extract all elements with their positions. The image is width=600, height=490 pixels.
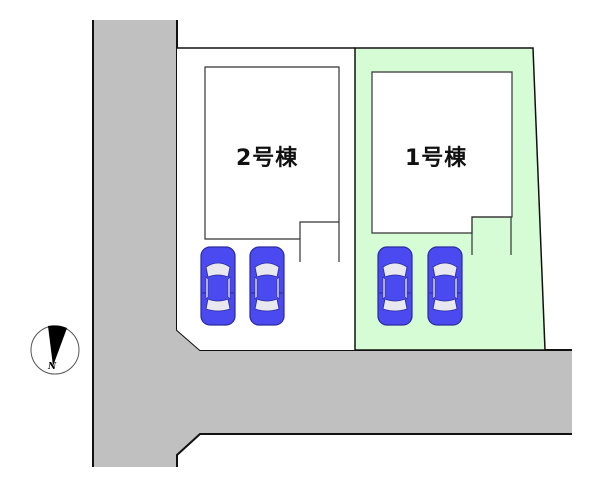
- car-icon: [200, 246, 236, 326]
- car-icon: [427, 246, 463, 326]
- building-2-outline: [204, 66, 340, 262]
- car-icon: [249, 246, 285, 326]
- building-1-label: 1号棟: [405, 146, 468, 171]
- building-1-outline: [371, 71, 513, 255]
- north-arrow-icon: [30, 325, 80, 375]
- building-2-label: 2号棟: [236, 146, 299, 171]
- car-icon: [377, 246, 413, 326]
- compass-north-label: N: [48, 362, 57, 372]
